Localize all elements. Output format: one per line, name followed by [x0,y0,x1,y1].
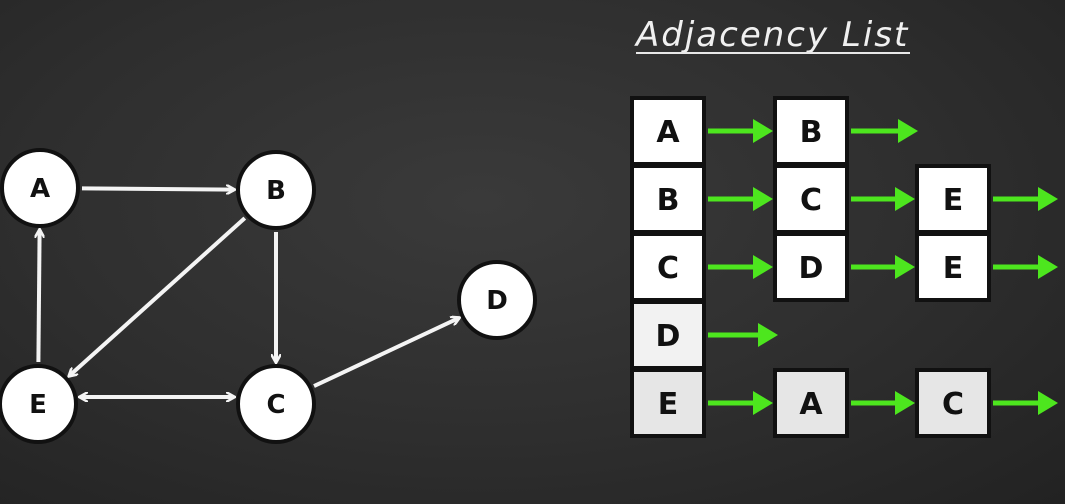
edge-C-D [313,318,459,388]
graph-node-e: E [0,364,78,444]
graph-node-c: C [236,364,316,444]
node-circle [236,150,316,230]
cell-box [630,368,706,438]
neighbor-cell-b-e: E [915,164,991,234]
graph-node-d: D [457,260,537,340]
graph-nodes: A B C D E [0,148,537,444]
cell-box [630,232,706,302]
arrow-head [753,391,773,415]
node-label: C [266,390,285,420]
arrow-head [898,119,918,143]
cell-label: D [799,251,824,286]
cell-box [915,232,991,302]
graph-node-b: B [236,150,316,230]
arrow-head [1038,187,1058,211]
arrow-head [753,187,773,211]
pointer-arrow-a-1 [708,119,773,143]
cell-label: E [658,387,679,422]
cell-box [773,368,849,438]
graph-node-a: A [0,148,80,228]
cell-label: D [656,319,681,354]
neighbor-cell-a-b: B [773,96,849,166]
adjacency-list-title: Adjacency List [634,15,909,55]
node-circle [457,260,537,340]
arrow-head [753,119,773,143]
cell-label: A [799,387,823,422]
node-label: A [30,174,50,204]
vertex-cell-d: D [630,300,706,370]
pointer-arrow-e-1 [708,391,773,415]
neighbor-cell-e-a: A [773,368,849,438]
cell-label: E [943,183,964,218]
cell-box [630,96,706,166]
cell-box [630,164,706,234]
cell-box [630,300,706,370]
null-arrow-d [708,323,778,347]
vertex-cell-c: C [630,232,706,302]
null-arrow-c [993,255,1058,279]
cell-label: C [800,183,822,218]
neighbor-cell-e-c: C [915,368,991,438]
node-label: E [29,390,47,420]
node-circle [236,364,316,444]
arrow-head [895,255,915,279]
edge-A-B [81,188,234,189]
vertex-cell-e: E [630,368,706,438]
pointer-arrow-c-1 [708,255,773,279]
arrow-head [895,187,915,211]
node-label: D [486,286,508,316]
null-arrow-e [993,391,1058,415]
node-circle [0,364,78,444]
arrow-head [753,255,773,279]
pointer-arrow-b-1 [708,187,773,211]
node-label: B [266,176,286,206]
node-circle [0,148,80,228]
pointer-arrow-c-2 [851,255,915,279]
vertex-cell-a: A [630,96,706,166]
arrow-head [1038,391,1058,415]
cell-box [915,164,991,234]
pointer-arrow-b-2 [851,187,915,211]
null-arrow-b [993,187,1058,211]
cell-label: E [943,251,964,286]
neighbor-cell-b-c: C [773,164,849,234]
cell-label: C [942,387,964,422]
cell-label: C [657,251,679,286]
cell-label: B [657,183,680,218]
null-arrow-a [851,119,918,143]
neighbor-cell-c-e: E [915,232,991,302]
arrow-head [895,391,915,415]
edge-E-A [38,230,39,363]
cell-box [915,368,991,438]
cell-label: B [800,115,823,150]
edge-B-E [69,216,247,376]
cell-box [773,232,849,302]
vertex-cell-b: B [630,164,706,234]
arrow-head [758,323,778,347]
neighbor-cell-c-d: D [773,232,849,302]
pointer-arrow-e-2 [851,391,915,415]
cell-box [773,164,849,234]
graph-edges [38,188,459,397]
cell-label: A [656,115,680,150]
arrow-head [1038,255,1058,279]
